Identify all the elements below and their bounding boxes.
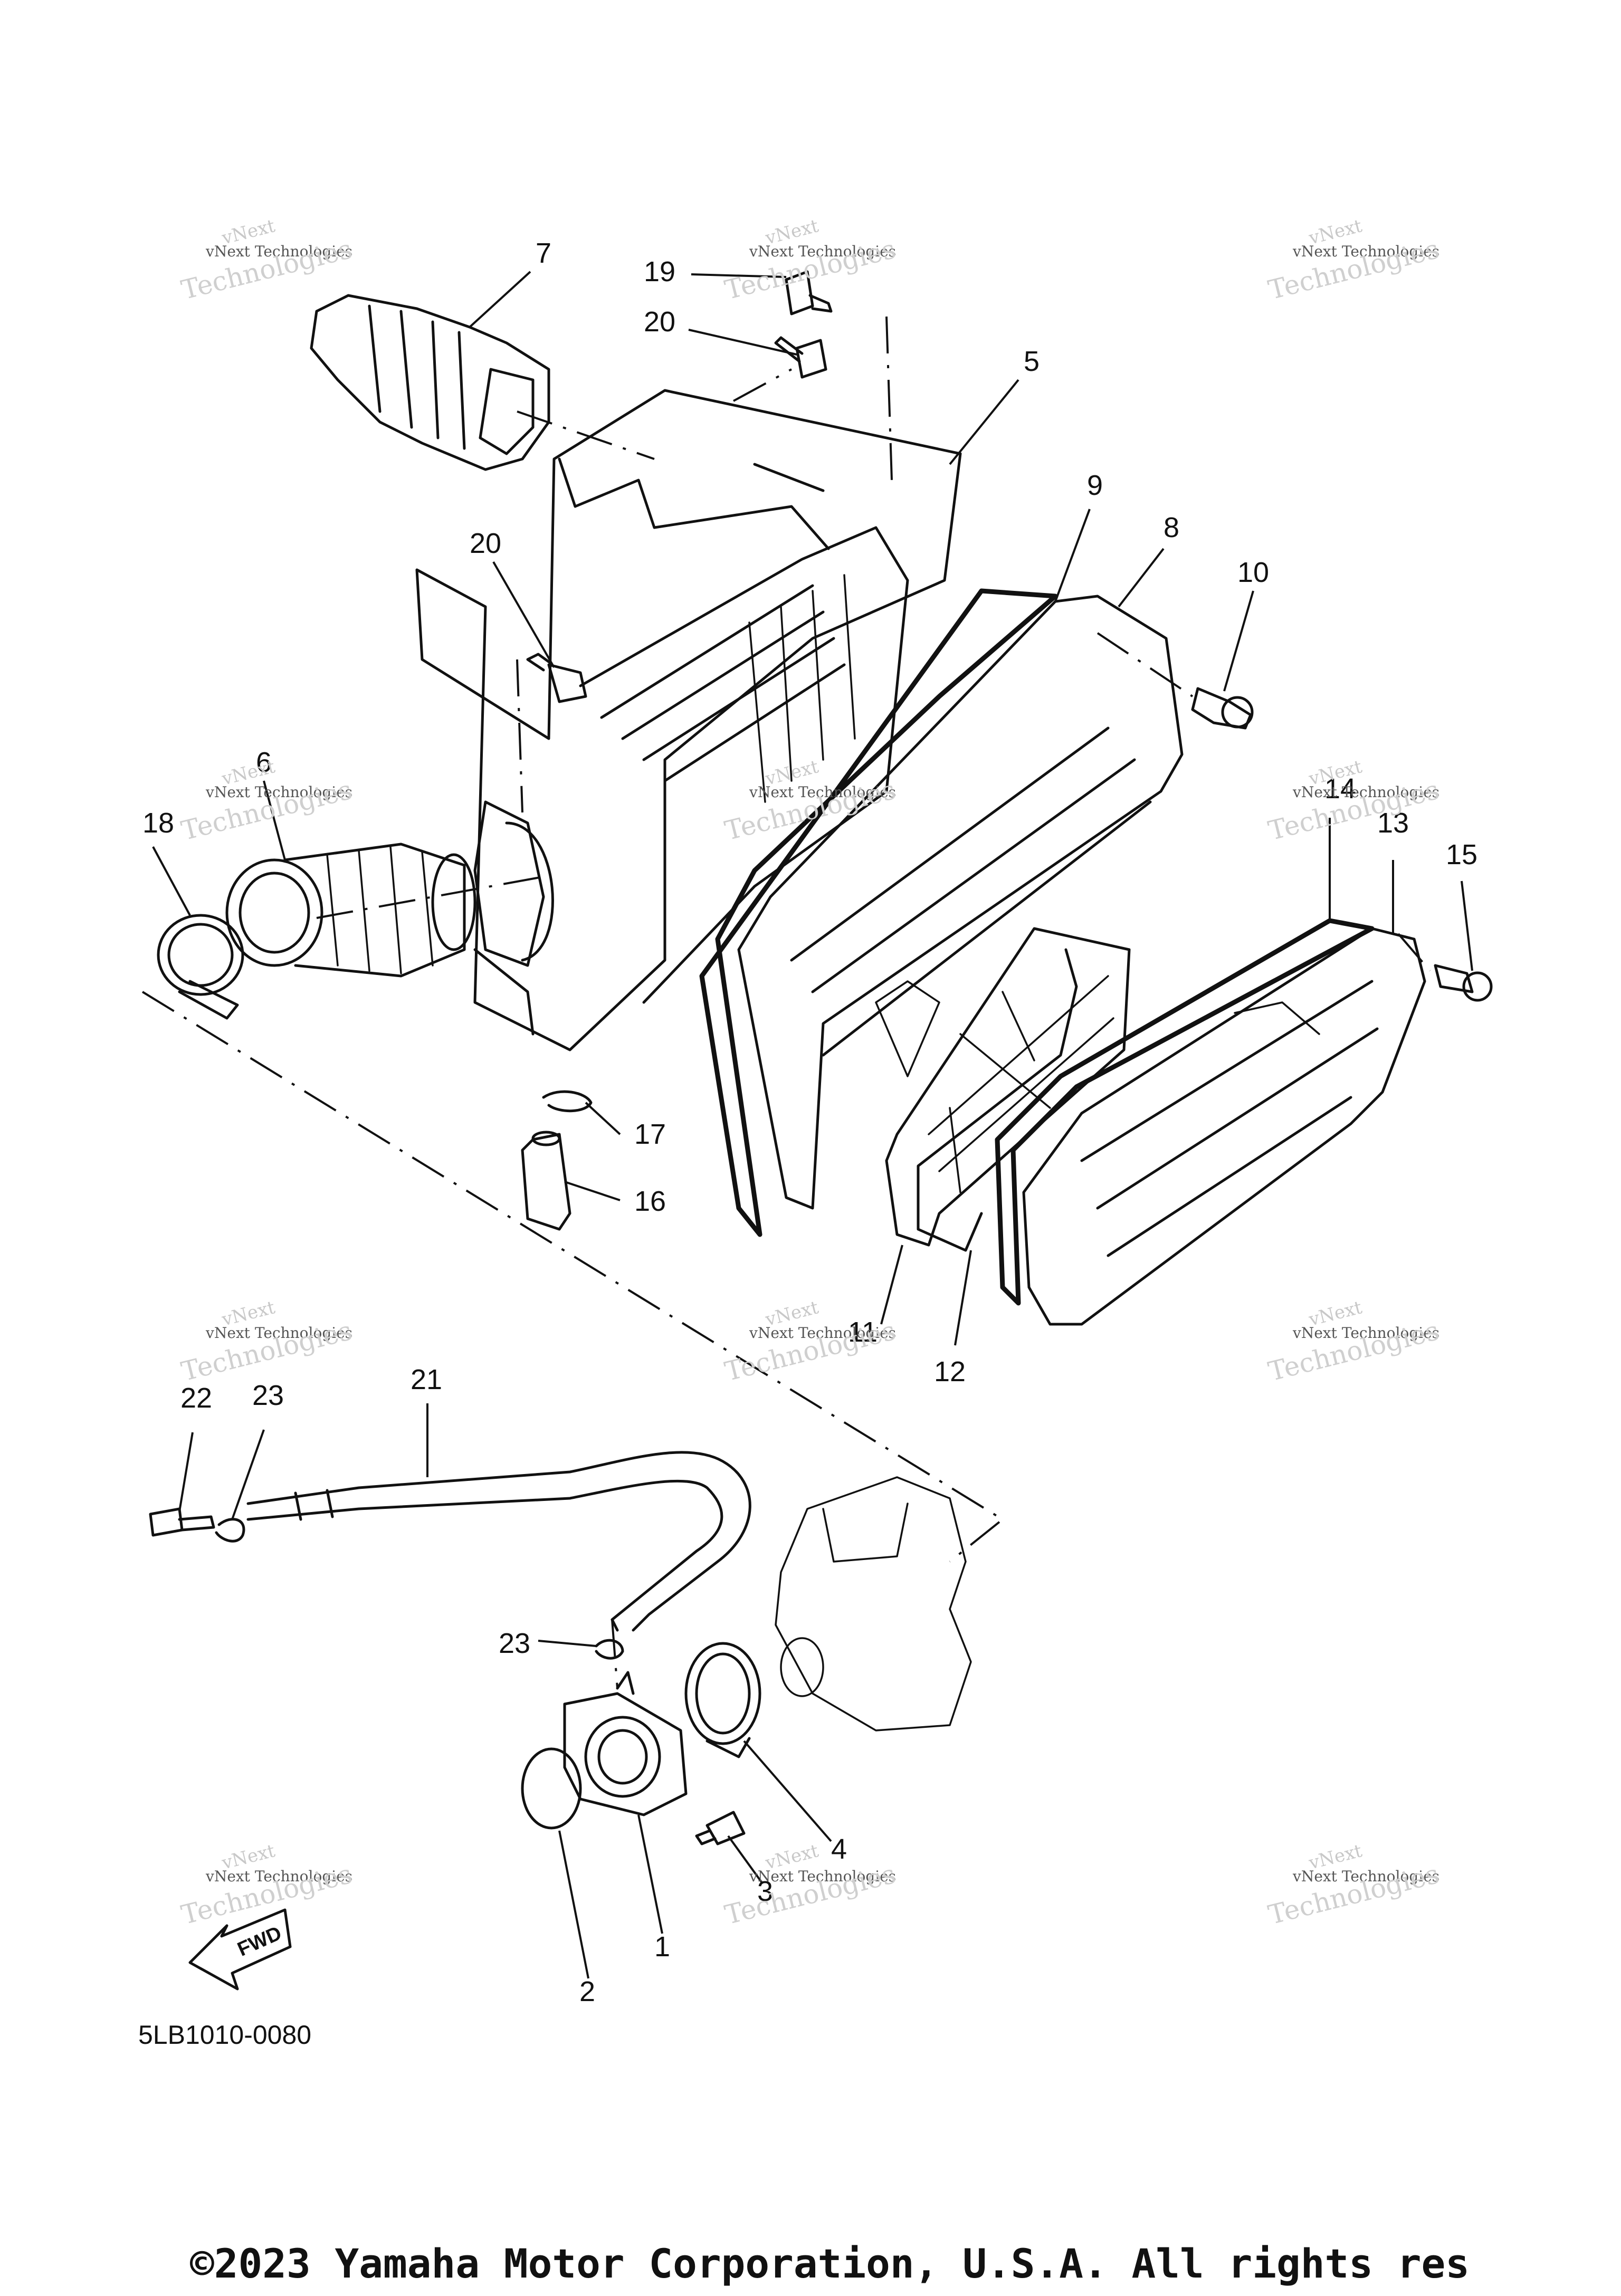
callout-20-middle: 20 — [469, 528, 502, 559]
drawing-code: 5LB1010-0080 — [138, 2020, 312, 2050]
assembly-line-hose — [611, 1619, 618, 1689]
screw-part-19 — [785, 270, 833, 315]
callout-6: 6 — [255, 747, 272, 778]
callout-3: 3 — [757, 1876, 774, 1907]
copyright-notice: ©2023 Yamaha Motor Corporation, U.S.A. A… — [190, 2240, 1470, 2287]
callout-12: 12 — [933, 1356, 966, 1388]
callout-19: 19 — [643, 256, 676, 288]
callout-17: 17 — [634, 1118, 666, 1150]
clip-part-23-middle — [595, 1639, 624, 1660]
callout-1: 1 — [654, 1931, 671, 1963]
seal-part-9 — [699, 588, 1058, 1237]
carburetor-outline — [775, 1476, 972, 1731]
bolt-part-22 — [149, 1507, 215, 1537]
intake-manifold-part-1 — [563, 1671, 688, 1816]
callout-18: 18 — [142, 807, 175, 839]
clip-part-23-left — [215, 1518, 245, 1543]
callout-14: 14 — [1324, 773, 1357, 805]
intake-joint-part-6 — [225, 843, 476, 978]
callout-9: 9 — [1086, 470, 1103, 501]
fwd-arrow-icon — [188, 1908, 292, 1991]
callout-15: 15 — [1445, 839, 1478, 870]
clip-part-17 — [542, 1090, 593, 1113]
callout-16: 16 — [634, 1185, 666, 1217]
o-ring-part-2 — [521, 1747, 582, 1830]
filter-guide-part-12 — [917, 948, 1078, 1252]
hose-part-21 — [246, 1451, 751, 1632]
assembly-line-band — [316, 875, 549, 919]
seal-part-14 — [995, 918, 1375, 1306]
clamp-band-part-18 — [157, 914, 244, 1020]
screw-part-20-middle — [526, 653, 587, 703]
intake-duct-part-7 — [310, 294, 550, 471]
assembly-line-lower — [141, 991, 1005, 1563]
screw-part-3 — [695, 1811, 746, 1845]
assembly-line-screw15 — [1397, 933, 1431, 972]
callout-4: 4 — [831, 1833, 847, 1865]
callout-5: 5 — [1023, 346, 1040, 377]
screw-part-10 — [1191, 687, 1254, 730]
callout-23-middle: 23 — [498, 1628, 531, 1659]
callout-11: 11 — [847, 1316, 878, 1348]
assembly-line-screw10 — [1096, 632, 1194, 697]
assembly-line-case — [516, 659, 523, 813]
callout-20-top: 20 — [643, 306, 676, 338]
clamp-band-part-4 — [684, 1642, 761, 1758]
assembly-line-upper — [885, 316, 893, 481]
callout-8: 8 — [1163, 512, 1180, 543]
callout-22: 22 — [180, 1382, 213, 1414]
callout-10: 10 — [1237, 557, 1270, 588]
screw-part-15 — [1434, 964, 1493, 1002]
air-filter-cover-part-8 — [737, 595, 1184, 1210]
drain-hose-part-16 — [521, 1131, 571, 1231]
assembly-line-duct — [517, 410, 655, 460]
callout-7: 7 — [535, 237, 552, 269]
assembly-line-screw — [733, 368, 792, 402]
air-box-case-part-5 — [415, 389, 962, 1051]
callout-13: 13 — [1377, 807, 1409, 839]
screw-part-20-top — [774, 336, 827, 379]
callout-21: 21 — [410, 1364, 443, 1395]
leader-lines — [152, 271, 1473, 1979]
callout-2: 2 — [579, 1976, 596, 2007]
callout-23-left: 23 — [252, 1380, 284, 1411]
cap-part-13 — [1022, 927, 1426, 1326]
filter-element-part-11 — [885, 927, 1131, 1247]
